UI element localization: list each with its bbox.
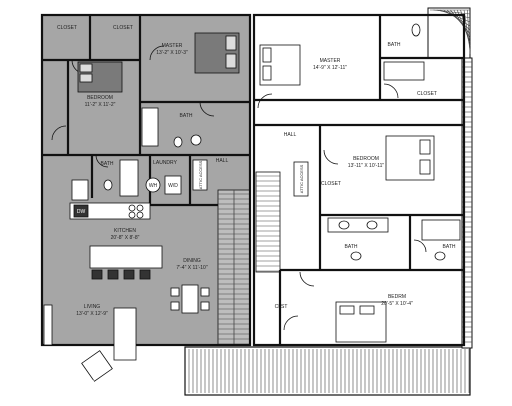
label-bath-master-b: BATH: [388, 42, 401, 48]
label-closet-b: CLOSET: [417, 91, 437, 97]
living-chair: [81, 350, 113, 382]
label-bedroom-a: BEDROOM: [87, 95, 113, 101]
label-clst-b: CLST: [275, 304, 288, 310]
label-bedrm-b-size: 20'-5" X 10'-4": [381, 301, 413, 307]
label-kitchen-size: 20'-8" X 8'-8": [111, 235, 140, 241]
toilet-hall-a: [103, 179, 113, 191]
doors: [51, 45, 427, 331]
tv-unit: [43, 304, 53, 346]
label-bath-hall-a: BATH: [101, 161, 114, 167]
label-wd: W/D: [168, 183, 178, 189]
label-master-a-size: 13'-2" X 10'-3": [156, 50, 188, 56]
label-dining-size: 7'-4" X 11'-10": [176, 265, 207, 271]
tub-hall-a: [119, 159, 139, 197]
tub-master-a: [141, 107, 159, 147]
labels-unit-b: MASTER 14'-9" X 12'-11" BATH CLOSET HALL…: [275, 42, 456, 310]
label-bedroom-b-size: 13'-11" X 10'-11": [348, 163, 385, 169]
label-hall-b: HALL: [284, 132, 297, 138]
washer-dryer: [164, 175, 182, 195]
toilet-mid-b: [350, 251, 362, 261]
label-closet-small-b: CLOSET: [321, 181, 341, 187]
water-heater: [145, 177, 161, 193]
fixtures-unit-b: [259, 23, 461, 343]
label-bedrm-b: BEDRM: [388, 294, 406, 300]
toilet-master-a: [173, 136, 183, 148]
label-bath-right-b: BATH: [443, 244, 456, 250]
tub-master-b: [383, 61, 425, 81]
toilet-master-b: [411, 23, 421, 37]
label-closet-top: CLOSET: [113, 25, 133, 31]
label-dining: DINING: [183, 258, 201, 264]
label-living: LIVING: [84, 304, 101, 310]
label-wh: WH: [149, 183, 158, 189]
label-attic-a: ATTIC ACCESS: [198, 160, 203, 189]
label-closet-left: CLOSET: [57, 25, 77, 31]
label-bedroom-a-size: 11'-2" X 11'-2": [85, 102, 116, 108]
label-living-size: 13'-0" X 12'-9": [76, 311, 108, 317]
attic-access-b: [293, 161, 309, 197]
label-master-b-size: 14'-9" X 12'-11": [313, 65, 347, 71]
dining-table: [181, 284, 199, 314]
tub-right-b: [421, 219, 461, 241]
label-bedroom-b: BEDROOM: [353, 156, 379, 162]
label-master-a: MASTER: [162, 43, 183, 49]
label-laundry: LAUNDRY: [153, 160, 177, 166]
label-hall-a: HALL: [216, 158, 229, 164]
hatch-line: [467, 9, 471, 55]
vanity-b: [327, 217, 389, 233]
labels-unit-a: CLOSET CLOSET MASTER 13'-2" X 10'-3" BED…: [57, 25, 228, 317]
label-kitchen: KITCHEN: [114, 228, 136, 234]
label-master-b: MASTER: [320, 58, 341, 64]
sofa: [113, 307, 137, 361]
stairs-unit-b: [255, 171, 281, 273]
stairs-unit-a: [217, 189, 251, 346]
label-dw: DW: [77, 209, 86, 215]
deck-bottom: [184, 346, 471, 396]
attic-access-a: [192, 159, 208, 191]
kitchen-island: [89, 245, 163, 269]
watermark-text: First Realty: [12, 374, 101, 393]
label-attic-b: ATTIC ACCESS: [299, 164, 304, 193]
label-bath-master-a: BATH: [180, 113, 193, 119]
sink-master-a: [190, 134, 202, 146]
walls: [40, 13, 466, 347]
fixtures-unit-a: [43, 32, 240, 382]
label-bath-mid-b: BATH: [345, 244, 358, 250]
